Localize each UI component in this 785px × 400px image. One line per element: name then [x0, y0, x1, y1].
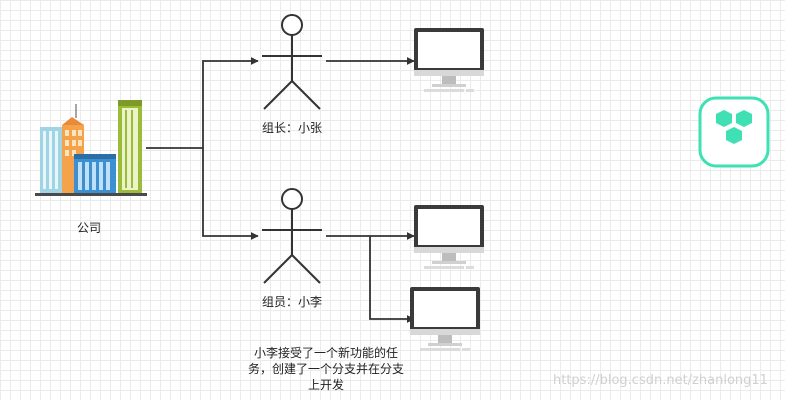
connector-lines [146, 57, 415, 323]
member-computer-icon-2 [410, 287, 480, 351]
leader-label: 组长：小张 [262, 121, 323, 135]
member-computer-icon-1 [414, 205, 484, 269]
office-buildings-icon [35, 100, 147, 196]
member-note: 小李接受了一个新功能的任务，创建了一个分支并在分支上开发 [247, 346, 404, 392]
member-person-icon [261, 188, 323, 284]
connector-company-to-leader [146, 57, 259, 149]
leader-person-icon [261, 14, 323, 110]
connector-member-to-computer-2 [369, 236, 415, 323]
watermark-text: https://blog.csdn.net/zhanlong11 [553, 373, 768, 388]
company-label: 公司 [77, 221, 102, 235]
hexagon-cluster-icon [698, 96, 770, 168]
member-label: 组员：小李 [262, 295, 323, 309]
connector-company-to-member [202, 148, 259, 240]
leader-computer-icon [414, 28, 484, 92]
